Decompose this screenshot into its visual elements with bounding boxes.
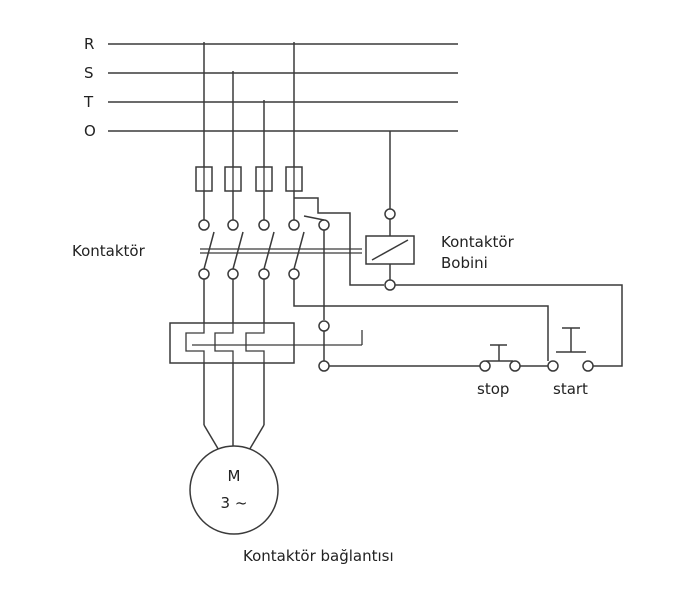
bus-label-o: O — [84, 122, 96, 140]
coil-label-line2: Bobini — [441, 254, 488, 272]
diagram-caption: Kontaktör bağlantısı — [243, 547, 394, 565]
control-line — [329, 327, 594, 372]
thermal-overload-relay — [169, 279, 363, 372]
start-label: start — [553, 380, 588, 398]
control-wire-fuse4 — [294, 197, 384, 286]
bus-label-s: S — [84, 64, 94, 82]
hold-wire — [293, 279, 549, 361]
phase-taps — [203, 42, 391, 209]
contactor-label: Kontaktör — [72, 242, 146, 260]
contactor-contacts — [198, 215, 362, 320]
bus-bars: R S T O — [83, 35, 458, 140]
contactor-coil — [365, 208, 415, 291]
fuses — [195, 166, 303, 220]
motor-circle — [189, 445, 279, 535]
coil-label-line1: Kontaktör — [441, 233, 515, 251]
overload-box — [169, 322, 295, 364]
coil-return-wire — [395, 284, 623, 367]
stop-label: stop — [477, 380, 509, 398]
motor-label-line2: 3 ~ — [221, 494, 248, 512]
motor-label-line1: M — [228, 467, 241, 485]
bus-label-t: T — [83, 93, 94, 111]
bus-label-r: R — [84, 35, 94, 53]
motor-leads — [203, 363, 265, 453]
